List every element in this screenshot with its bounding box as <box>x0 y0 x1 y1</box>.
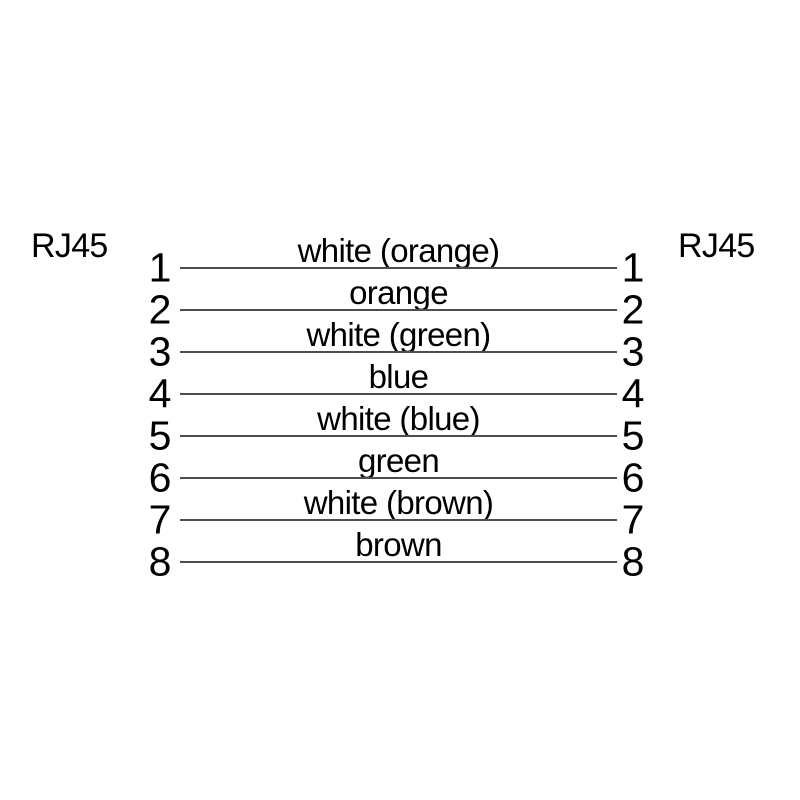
wire-line <box>180 477 617 479</box>
pin-number-right: 5 <box>621 412 645 459</box>
wire-line <box>180 561 617 563</box>
wire-color-label: brown <box>355 526 442 563</box>
pin-number-left: 5 <box>148 412 172 459</box>
pin-number-left: 4 <box>148 370 172 417</box>
wire-line <box>180 351 617 353</box>
wire-line <box>180 309 617 311</box>
wire-row-8: 8 brown 8 <box>149 528 645 582</box>
pin-number-left: 8 <box>148 538 172 585</box>
pin-number-left: 3 <box>148 328 172 375</box>
wire-color-label: blue <box>368 358 429 395</box>
wire-line <box>180 435 617 437</box>
wire-color-label: white (blue) <box>317 400 480 437</box>
left-connector-label: RJ45 <box>31 227 108 265</box>
wire-row-5: 5 white (blue) 5 <box>149 402 645 456</box>
wire-row-6: 6 green 6 <box>149 444 645 498</box>
wire-row-4: 4 blue 4 <box>149 360 645 414</box>
pin-number-right: 3 <box>621 328 645 375</box>
wire-color-label: green <box>357 442 440 479</box>
wire-color-label: white (green) <box>306 316 491 353</box>
wire-color-label: orange <box>349 274 448 311</box>
pin-number-left: 6 <box>148 454 172 501</box>
pin-number-right: 1 <box>621 244 645 291</box>
wire-row-7: 7 white (brown) 7 <box>149 486 645 540</box>
pin-number-right: 8 <box>621 538 645 585</box>
wire-row-1: 1 white (orange) 1 <box>149 234 645 288</box>
wire-row-3: 3 white (green) 3 <box>149 318 645 372</box>
pin-number-left: 7 <box>148 496 172 543</box>
pin-number-left: 2 <box>148 286 172 333</box>
wire-color-label: white (orange) <box>297 232 500 269</box>
wire-row-2: 2 orange 2 <box>149 276 645 330</box>
pin-number-right: 7 <box>621 496 645 543</box>
pin-number-right: 6 <box>621 454 645 501</box>
pin-number-right: 4 <box>621 370 645 417</box>
wire-line <box>180 519 617 521</box>
pin-number-left: 1 <box>148 244 172 291</box>
wire-line <box>180 393 617 395</box>
right-connector-label: RJ45 <box>678 227 755 265</box>
pin-number-right: 2 <box>621 286 645 333</box>
wire-color-label: white (brown) <box>303 484 494 521</box>
wire-line <box>180 267 617 269</box>
